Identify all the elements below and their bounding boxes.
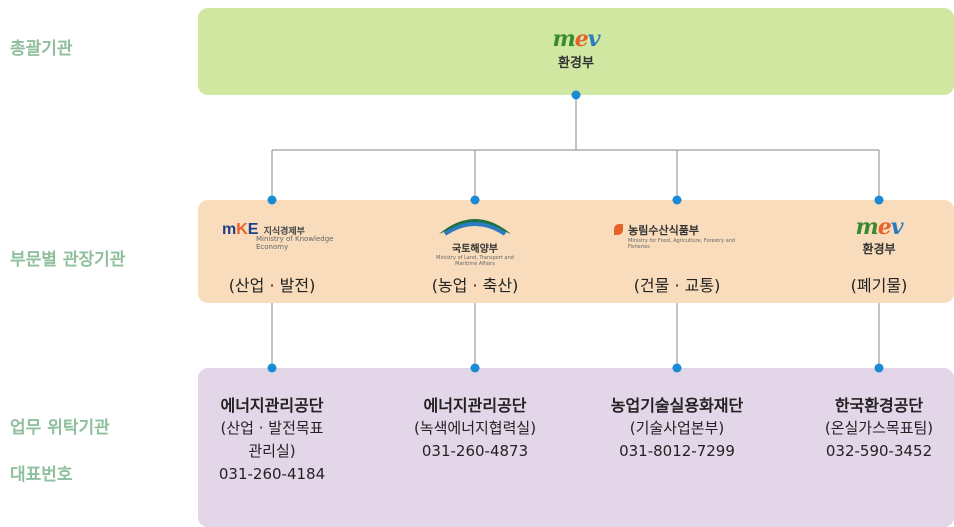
agency-4: 한국환경공단 (온실가스목표팀) 032-590-3452	[784, 394, 954, 463]
label-phone: 대표번호	[10, 465, 73, 485]
connector-dot	[267, 195, 277, 205]
mifaff-logo: 농림수산식품부 Ministry for Food, Agriculture, …	[614, 219, 744, 250]
agency-division: (기술사업본부)	[629, 419, 725, 437]
agency-name: 에너지관리공단	[423, 396, 527, 415]
connector-dot	[470, 195, 480, 205]
agency-3: 농업기술실용화재단 (기술사업본부) 031-8012-7299	[582, 394, 772, 463]
mke-logo-icon: mKE	[222, 221, 259, 238]
me-logo-middle: mev 환경부	[829, 216, 929, 257]
connector-dot	[571, 90, 581, 100]
agency-phone: 032-590-3452	[825, 442, 933, 460]
ministry-name-2: 국토해양부	[452, 244, 498, 255]
delegated-agency-box	[198, 368, 954, 527]
sector-agency-box	[198, 200, 954, 303]
sector-4: (폐기물)	[850, 276, 908, 295]
agency-name: 한국환경공단	[834, 396, 924, 415]
top-agency-box	[198, 8, 954, 95]
sector-3: (건물 · 교통)	[633, 276, 721, 295]
ministry-sub-2: Ministry of Land, Transport and Maritime…	[436, 255, 514, 267]
label-sector-agency: 부문별 관장기관	[10, 250, 126, 270]
label-top-agency: 총괄기관	[10, 39, 73, 59]
agency-1: 에너지관리공단 (산업 · 발전목표 관리실) 031-260-4184	[177, 394, 367, 486]
mltm-logo: 국토해양부 Ministry of Land, Transport and Ma…	[425, 210, 525, 267]
top-ministry-name: 환경부	[558, 56, 594, 71]
ministry-sub-1: Ministry of Knowledge Economy	[256, 235, 334, 251]
agency-division: 관리실)	[248, 442, 296, 460]
connector-dot	[874, 363, 884, 373]
agency-2: 에너지관리공단 (녹색에너지협력실) 031-260-4873	[380, 394, 570, 463]
agency-division: (산업 · 발전목표	[220, 419, 324, 437]
me-logo-icon: mev	[855, 214, 903, 240]
agency-division: (녹색에너지협력실)	[413, 419, 537, 437]
me-logo-icon: mev	[552, 26, 600, 52]
sector-2: (농업 · 축산)	[431, 276, 519, 295]
connector-dot	[470, 363, 480, 373]
agency-division: (온실가스목표팀)	[824, 419, 934, 437]
agency-phone: 031-260-4184	[218, 465, 326, 483]
ministry-name-4: 환경부	[862, 242, 896, 256]
ministry-name-1: 지식경제부	[263, 227, 305, 237]
agency-phone: 031-260-4873	[421, 442, 529, 460]
mke-logo: mKE 지식경제부 Ministry of Knowledge Economy	[222, 219, 342, 251]
connector-dot	[874, 195, 884, 205]
connector-dot	[672, 195, 682, 205]
label-delegated-agency: 업무 위탁기관	[10, 418, 110, 438]
agency-name: 에너지관리공단	[220, 396, 324, 415]
connector-dot	[267, 363, 277, 373]
leaf-icon	[614, 224, 623, 235]
ministry-name-3: 농림수산식품부	[628, 224, 699, 237]
agency-name: 농업기술실용화재단	[610, 396, 744, 415]
connector-dot	[672, 363, 682, 373]
ministry-sub-3: Ministry for Food, Agriculture, Forestry…	[628, 238, 736, 250]
me-logo-top: mev 환경부	[526, 28, 626, 71]
mltm-arc-icon	[439, 219, 511, 236]
agency-phone: 031-8012-7299	[619, 442, 735, 460]
sector-1: (산업 · 발전)	[228, 276, 316, 295]
